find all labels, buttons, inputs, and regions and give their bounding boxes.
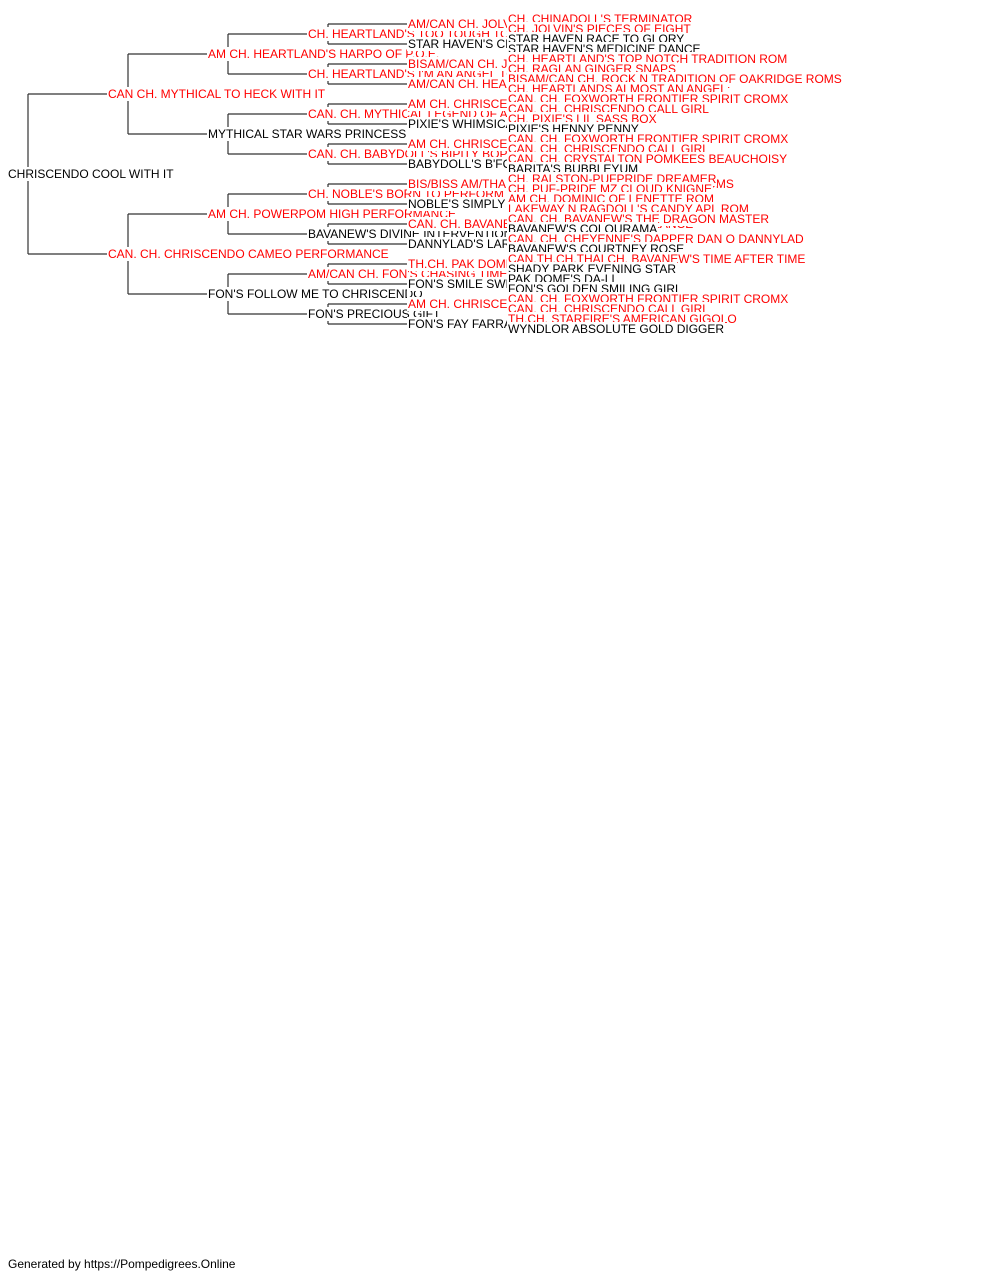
parent-name: CAN. CH. CHRISCENDO CAMEO PERFORMANCE	[107, 247, 390, 261]
footer-credit: Generated by https://Pompedigrees.Online	[8, 1257, 236, 1271]
grandparent-name: AM CH. HEARTLAND'S HARPO OF P.O.E.	[207, 47, 441, 61]
parent-name: CAN CH. MYTHICAL TO HECK WITH IT	[107, 87, 327, 101]
great-great-grandparent-name: DANNYLAD'S LARA	[407, 237, 520, 251]
undefined-name: WYNDLOR ABSOLUTE GOLD DIGGER	[507, 322, 726, 336]
subject-name: CHRISCENDO COOL WITH IT	[7, 167, 175, 181]
grandparent-name: AM CH. POWERPOM HIGH PERFORMANCE	[207, 207, 458, 221]
grandparent-name: FON'S FOLLOW ME TO CHRISCENDO	[207, 287, 424, 301]
grandparent-name: MYTHICAL STAR WARS PRINCESS	[207, 127, 408, 141]
